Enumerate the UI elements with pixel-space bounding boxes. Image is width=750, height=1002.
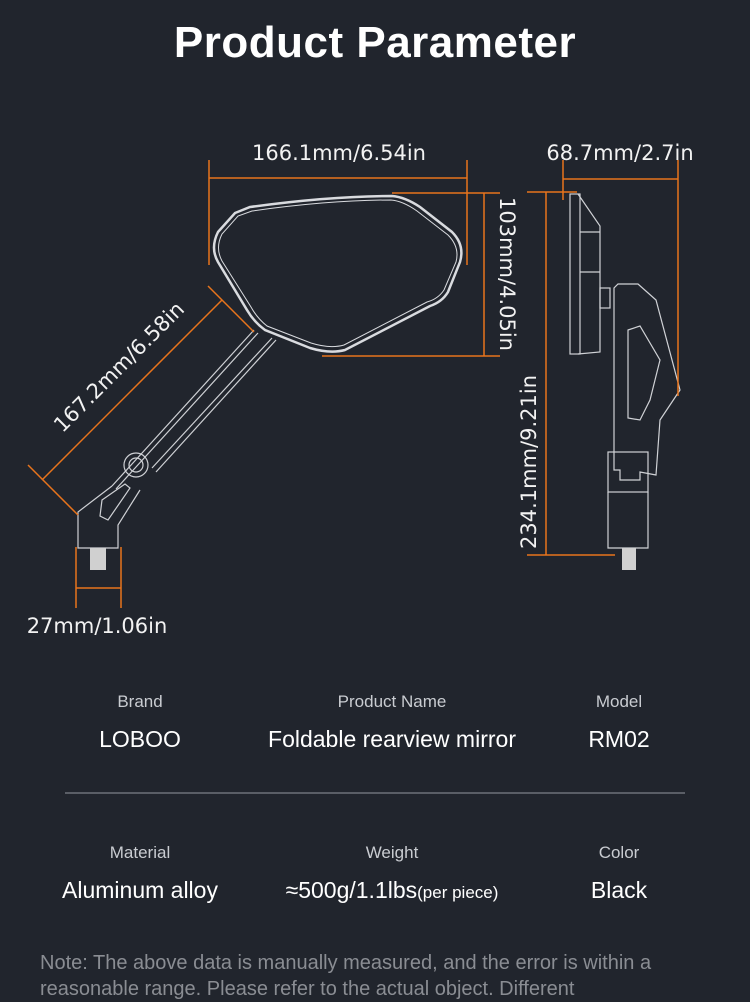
- spec-weight: Weight ≈500g/1.1lbs(per piece): [252, 843, 532, 904]
- spec-label: Weight: [365, 843, 419, 862]
- spec-label: Model: [595, 692, 643, 711]
- spec-material: Material Aluminum alloy: [30, 843, 250, 904]
- product-dimension-diagram: 166.1mm/6.54in 103mm/4.05in 167.2mm/6.58…: [27, 141, 694, 638]
- spec-color: Color Black: [549, 843, 689, 904]
- dimension-lines: [27, 160, 679, 608]
- spec-value: Black: [590, 877, 648, 903]
- weight-qualifier: (per piece): [417, 883, 499, 902]
- weight-value: ≈500g/1.1lbs: [285, 877, 418, 903]
- page-title: Product Parameter: [173, 18, 577, 67]
- spec-value: RM02: [588, 726, 650, 752]
- spec-value: ≈500g/1.1lbs(per piece): [252, 877, 532, 904]
- side-depth-label: 68.7mm/2.7in: [546, 141, 693, 165]
- spec-divider: [65, 792, 685, 794]
- total-height-label: 234.1mm/9.21in: [517, 375, 541, 549]
- arm-length-label: 167.2mm/6.58in: [49, 297, 189, 437]
- spec-label: Product Name: [337, 692, 447, 711]
- spec-value: LOBOO: [99, 726, 181, 752]
- mirror-height-label: 103mm/4.05in: [495, 197, 519, 351]
- spec-brand: Brand LOBOO: [60, 692, 220, 753]
- spec-model: Model RM02: [549, 692, 689, 753]
- spec-product-name: Product Name Foldable rearview mirror: [232, 692, 552, 753]
- mirror-front-view: [212, 194, 463, 353]
- mirror-width-label: 166.1mm/6.54in: [252, 141, 426, 165]
- measurement-note: Note: The above data is manually measure…: [40, 952, 652, 1000]
- mirror-side-view: [569, 193, 681, 570]
- spec-label: Brand: [117, 692, 163, 711]
- spec-value: Foldable rearview mirror: [268, 726, 516, 752]
- spec-value: Aluminum alloy: [62, 877, 218, 903]
- mirror-arm: [77, 329, 277, 570]
- spec-label: Material: [109, 843, 171, 862]
- spec-label: Color: [598, 843, 640, 862]
- base-width-label: 27mm/1.06in: [27, 614, 168, 638]
